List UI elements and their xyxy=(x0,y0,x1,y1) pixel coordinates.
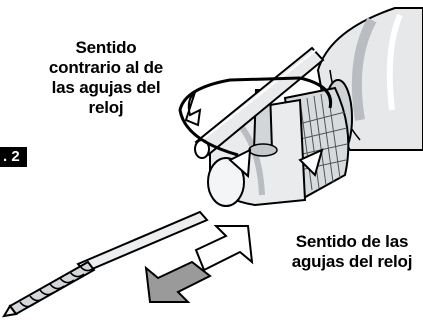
clockwise-label: Sentido de las agujas del reloj xyxy=(291,232,413,271)
drill-bit xyxy=(2,210,209,318)
rotation-arrows xyxy=(178,76,333,179)
chuck-key xyxy=(194,46,325,159)
withdraw-arrow xyxy=(144,260,212,303)
counterclockwise-label: Sentido contrario al de las agujas del r… xyxy=(48,38,164,117)
insert-arrow xyxy=(194,225,254,272)
figure-number-badge: . 2 xyxy=(0,147,27,167)
